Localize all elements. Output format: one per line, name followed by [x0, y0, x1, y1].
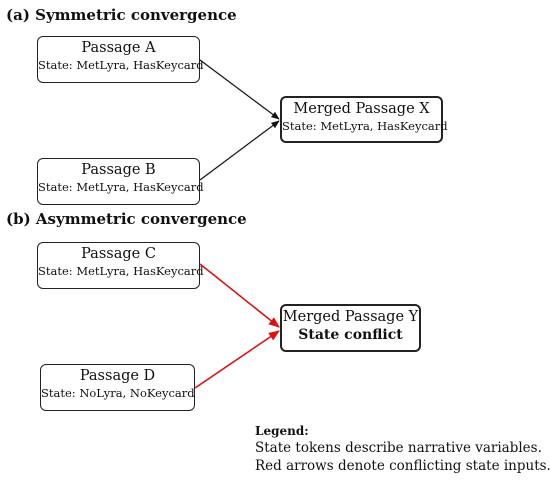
section-b-title: (b) Asymmetric convergence	[6, 210, 247, 228]
legend-line-1: State tokens describe narrative variable…	[255, 440, 542, 456]
passage-a-node: Passage A State: MetLyra, HasKeycard	[37, 36, 204, 83]
merged-passage-y-state: State conflict	[298, 327, 403, 343]
passage-c-node: Passage C State: MetLyra, HasKeycard	[37, 242, 204, 289]
legend-title: Legend:	[255, 424, 309, 438]
merged-passage-y-title: Merged Passage Y	[282, 309, 419, 325]
merged-passage-x-node: Merged Passage X State: MetLyra, HasKeyc…	[280, 96, 448, 143]
passage-b-node: Passage B State: MetLyra, HasKeycard	[37, 158, 204, 205]
passage-c-title: Passage C	[81, 246, 156, 262]
passage-d-title: Passage D	[79, 368, 156, 384]
merged-passage-x-title: Merged Passage X	[293, 101, 430, 117]
passage-d-state: State: NoLyra, NoKeycard	[41, 386, 195, 400]
passage-b-state: State: MetLyra, HasKeycard	[38, 180, 204, 194]
legend: Legend: State tokens describe narrative …	[255, 424, 550, 474]
edge-c-to-y	[199, 263, 280, 328]
edge-b-to-x	[199, 120, 280, 181]
legend-line-2: Red arrows denote conflicting state inpu…	[255, 458, 550, 474]
passage-c-state: State: MetLyra, HasKeycard	[38, 264, 204, 278]
merged-passage-x-state: State: MetLyra, HasKeycard	[282, 119, 448, 133]
edge-d-to-y	[194, 330, 280, 389]
passage-d-node: Passage D State: NoLyra, NoKeycard	[40, 364, 195, 411]
passage-b-title: Passage B	[81, 162, 156, 178]
passage-a-title: Passage A	[81, 40, 156, 56]
section-a-title: (a) Symmetric convergence	[6, 6, 237, 24]
edge-a-to-x	[199, 59, 280, 120]
merged-passage-y-node: Merged Passage Y State conflict	[280, 304, 421, 352]
passage-a-state: State: MetLyra, HasKeycard	[38, 58, 204, 72]
